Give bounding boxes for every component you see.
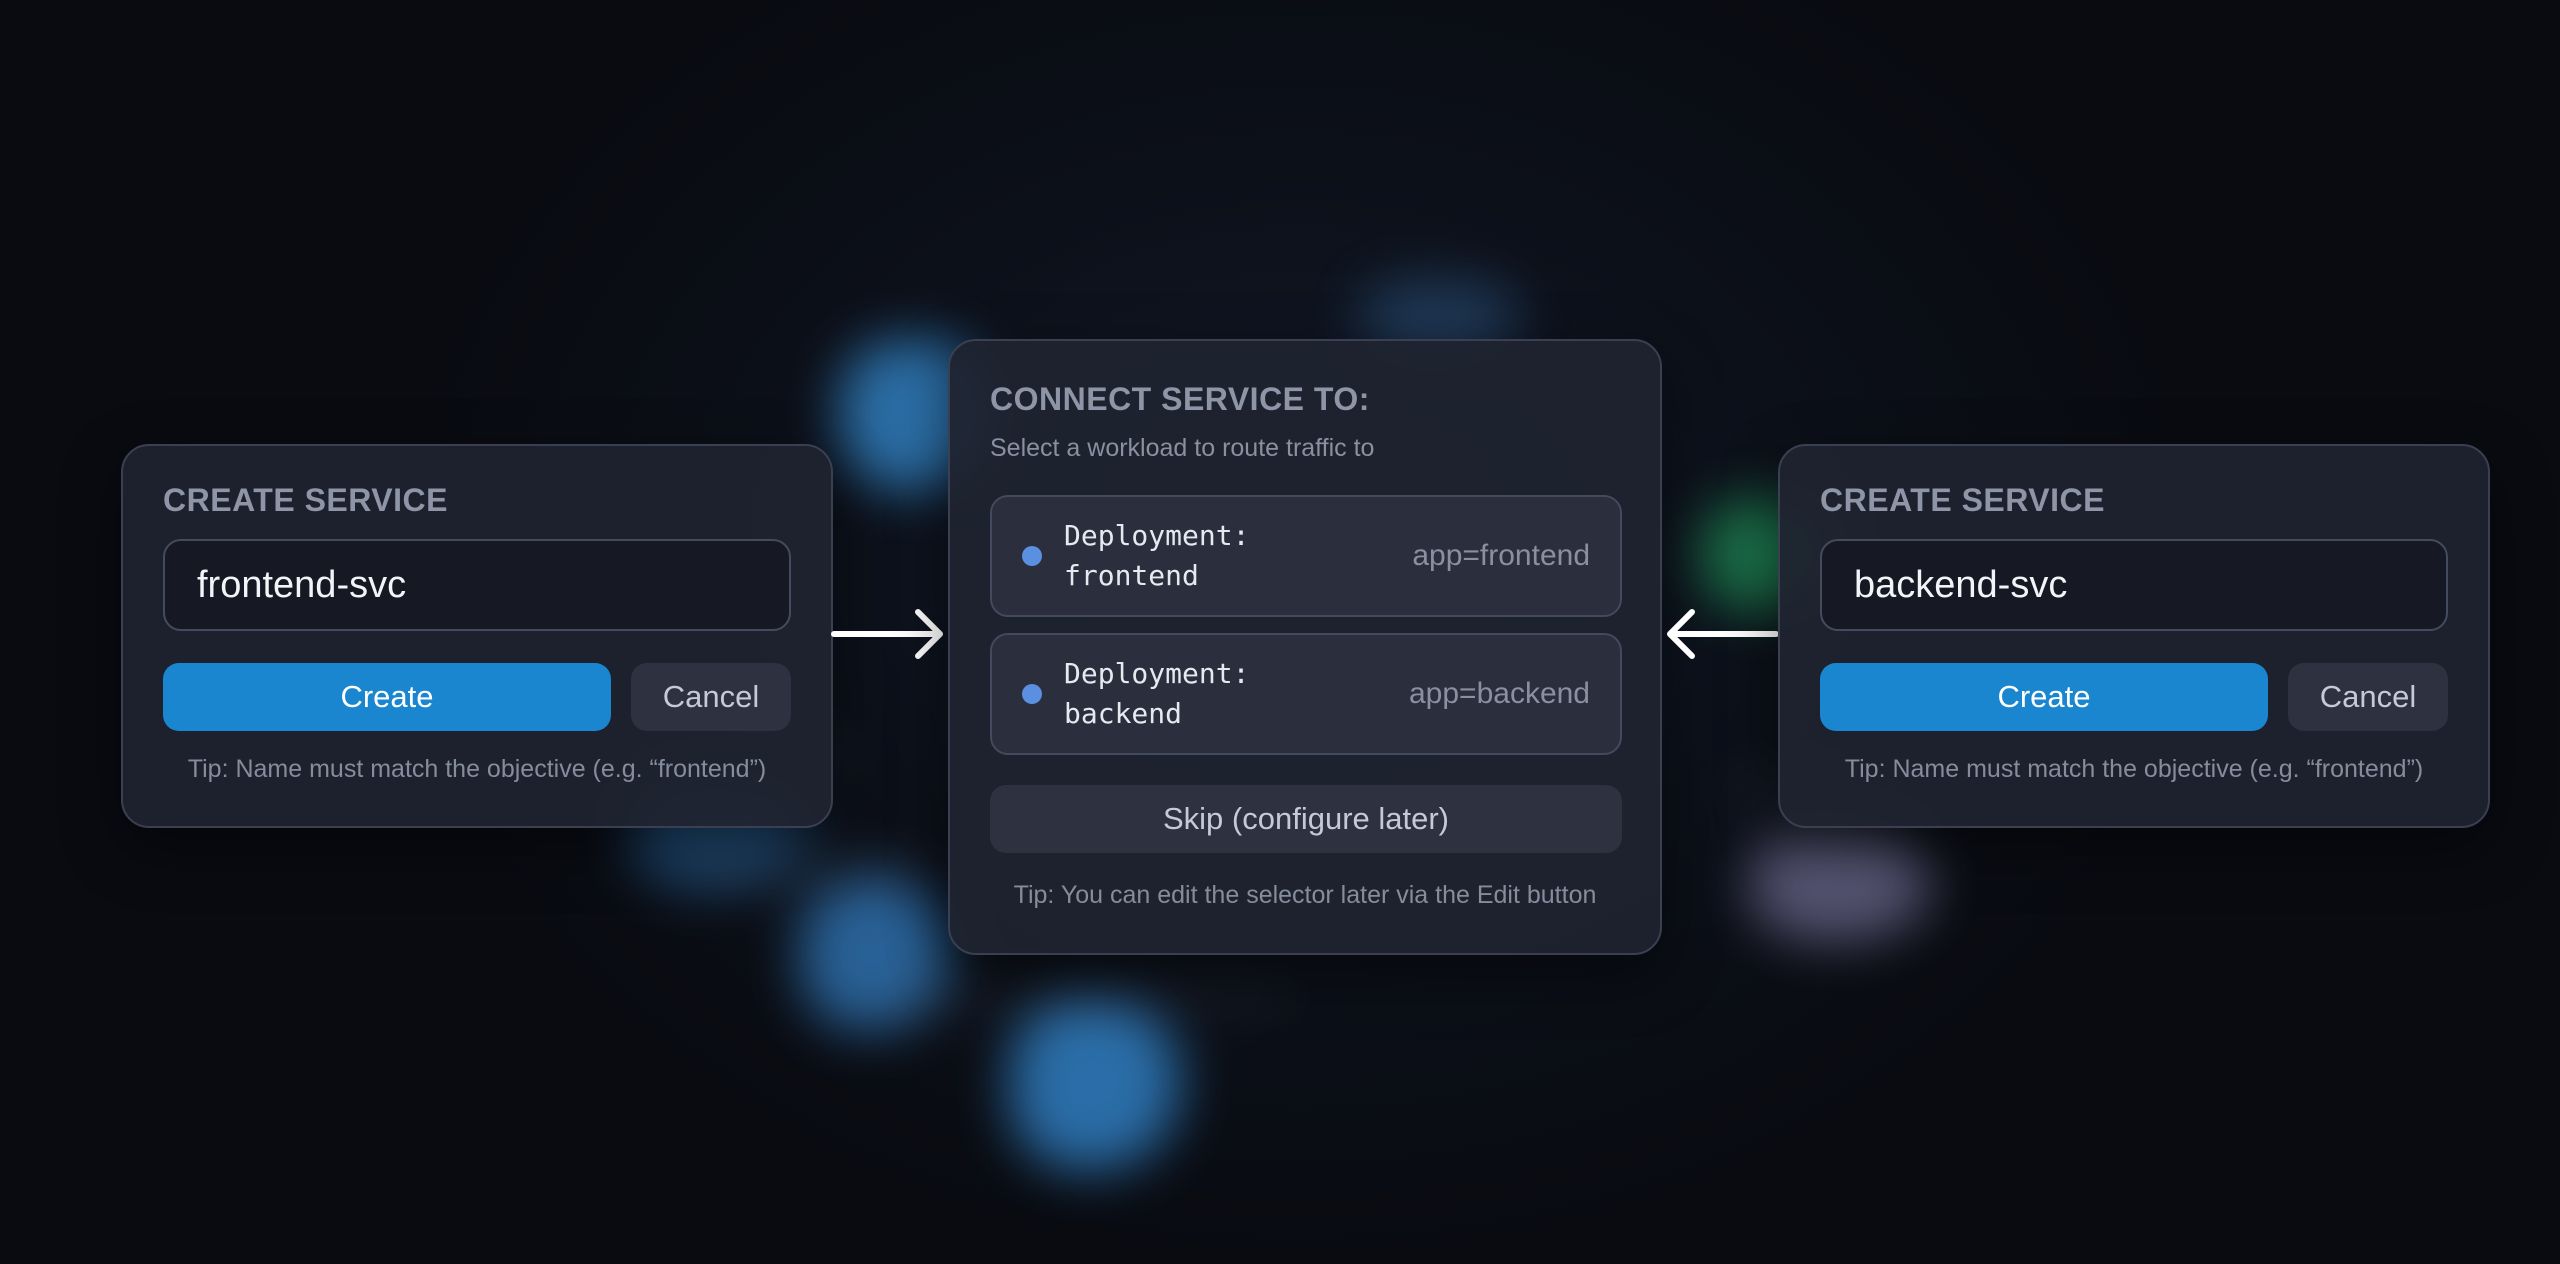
cancel-button[interactable]: Cancel	[2288, 663, 2448, 731]
workload-id: frontend	[1064, 559, 1199, 592]
tip-text: Tip: Name must match the objective (e.g.…	[1844, 755, 2424, 783]
create-service-panel-right: CREATE SERVICE Create Cancel Tip: Name m…	[1778, 444, 2490, 828]
background-node	[1750, 830, 1930, 940]
tip-text: Tip: You can edit the selector later via…	[1013, 881, 1597, 909]
service-name-input[interactable]	[163, 539, 791, 631]
background-label	[890, 990, 1290, 1004]
workload-option-frontend[interactable]: Deployment: frontend app=frontend	[990, 495, 1622, 617]
tip-text: Tip: Name must match the objective (e.g.…	[187, 755, 767, 783]
panel-subtitle: Select a workload to route traffic to	[990, 434, 1375, 462]
connect-service-panel: CONNECT SERVICE TO: Select a workload to…	[948, 339, 1662, 955]
workload-name: Deployment: backend	[1064, 654, 1294, 734]
background-label	[690, 860, 920, 874]
workload-list: Deployment: frontend app=frontend Deploy…	[990, 495, 1622, 755]
workload-option-backend[interactable]: Deployment: backend app=backend	[990, 633, 1622, 755]
background-node	[800, 880, 950, 1030]
workload-kind: Deployment:	[1064, 657, 1250, 690]
arrow-left-icon	[1667, 609, 1779, 659]
dot-icon	[1022, 684, 1042, 704]
service-name-input[interactable]	[1820, 539, 2448, 631]
panel-title: CREATE SERVICE	[163, 482, 448, 518]
create-button[interactable]: Create	[163, 663, 611, 731]
workload-selector: app=frontend	[1412, 539, 1590, 572]
button-row: Create Cancel	[163, 663, 791, 731]
skip-button[interactable]: Skip (configure later)	[990, 785, 1622, 853]
background-node	[1010, 1000, 1180, 1170]
create-button[interactable]: Create	[1820, 663, 2268, 731]
workload-name: Deployment: frontend	[1064, 516, 1294, 596]
workload-selector: app=backend	[1409, 677, 1590, 710]
cancel-button[interactable]: Cancel	[631, 663, 791, 731]
button-row: Create Cancel	[1820, 663, 2448, 731]
workload-kind: Deployment:	[1064, 519, 1250, 552]
panel-title: CREATE SERVICE	[1820, 482, 2105, 518]
arrow-right-icon	[831, 609, 943, 659]
dot-icon	[1022, 546, 1042, 566]
panel-title: CONNECT SERVICE TO:	[990, 381, 1370, 417]
create-service-panel-left: CREATE SERVICE Create Cancel Tip: Name m…	[121, 444, 833, 828]
workload-id: backend	[1064, 697, 1183, 730]
